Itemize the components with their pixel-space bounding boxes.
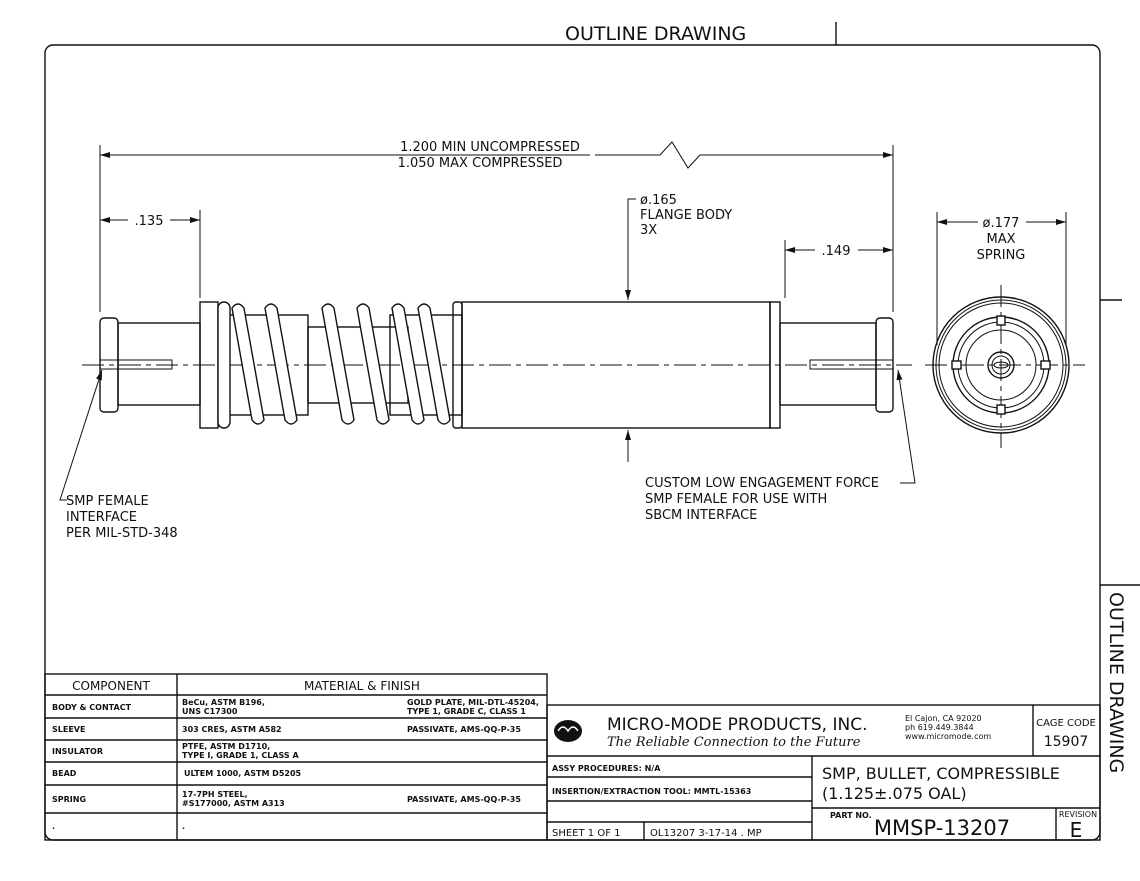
overall-length-dimension: 1.200 MIN UNCOMPRESSED 1.050 MAX COMPRES… — [99, 140, 894, 312]
svg-text:303 CRES, ASTM A582: 303 CRES, ASTM A582 — [182, 725, 282, 734]
connector-side-view — [99, 301, 894, 429]
sheet-title: OUTLINE DRAWING — [565, 23, 746, 45]
svg-text:PASSIVATE, AMS-QQ-P-35: PASSIVATE, AMS-QQ-P-35 — [407, 795, 521, 804]
svg-text:SPRING: SPRING — [977, 248, 1026, 263]
svg-text:E: E — [1070, 818, 1083, 842]
svg-text:SLEEVE: SLEEVE — [52, 725, 85, 734]
svg-text:.149: .149 — [822, 244, 851, 259]
svg-text:MAX: MAX — [986, 232, 1015, 247]
svg-text:SMP FEMALE: SMP FEMALE — [66, 494, 149, 509]
svg-text:The Reliable Connection to the: The Reliable Connection to the Future — [607, 735, 861, 750]
svg-text:1.050 MAX COMPRESSED: 1.050 MAX COMPRESSED — [398, 156, 563, 171]
svg-text:ø.165: ø.165 — [640, 193, 677, 208]
svg-text:TYPE I, GRADE 1, CLASS A: TYPE I, GRADE 1, CLASS A — [182, 751, 299, 760]
svg-text:MICRO-MODE PRODUCTS, INC.: MICRO-MODE PRODUCTS, INC. — [607, 715, 867, 735]
svg-text:SBCM INTERFACE: SBCM INTERFACE — [645, 508, 757, 523]
svg-text:15907: 15907 — [1044, 734, 1089, 750]
svg-text:.: . — [52, 822, 55, 831]
svg-text:SMP FEMALE FOR USE WITH: SMP FEMALE FOR USE WITH — [645, 492, 827, 507]
right-callout: CUSTOM LOW ENGAGEMENT FORCE SMP FEMALE F… — [645, 369, 916, 523]
left-end-dimension: .135 — [100, 210, 201, 298]
svg-text:www.micromode.com: www.micromode.com — [905, 732, 991, 741]
title-block: MICRO-MODE PRODUCTS, INC. The Reliable C… — [546, 704, 1101, 842]
svg-text:SPRING: SPRING — [52, 795, 86, 804]
svg-text:OL13207 3-17-14 . MP: OL13207 3-17-14 . MP — [650, 828, 762, 839]
svg-text:BeCu, ASTM B196,: BeCu, ASTM B196, — [182, 698, 265, 707]
spring-coils — [217, 301, 451, 429]
svg-text:PER MIL-STD-348: PER MIL-STD-348 — [66, 526, 178, 541]
svg-text:INTERFACE: INTERFACE — [66, 510, 137, 525]
svg-text:REVISION: REVISION — [1059, 810, 1097, 819]
materials-table: COMPONENT MATERIAL & FINISH BODY & CONTA… — [44, 673, 548, 841]
svg-text:ASSY PROCEDURES: N/A: ASSY PROCEDURES: N/A — [552, 764, 661, 773]
svg-text:SHEET 1 OF 1: SHEET 1 OF 1 — [552, 828, 621, 839]
svg-text:1.200 MIN UNCOMPRESSED: 1.200 MIN UNCOMPRESSED — [400, 140, 580, 155]
left-callout: SMP FEMALE INTERFACE PER MIL-STD-348 — [59, 369, 178, 541]
svg-text:INSERTION/EXTRACTION TOOL: MMT: INSERTION/EXTRACTION TOOL: MMTL-15363 — [552, 787, 751, 796]
svg-text:(1.125±.075 OAL): (1.125±.075 OAL) — [822, 784, 967, 803]
connector-end-view — [925, 285, 1085, 448]
svg-text:3X: 3X — [640, 223, 657, 238]
svg-text:CAGE CODE: CAGE CODE — [1036, 718, 1096, 729]
svg-text:FLANGE BODY: FLANGE BODY — [640, 208, 732, 223]
svg-text:CUSTOM LOW ENGAGEMENT FORCE: CUSTOM LOW ENGAGEMENT FORCE — [645, 476, 879, 491]
flange-dimension: ø.165 FLANGE BODY 3X — [625, 193, 732, 462]
svg-text:ULTEM 1000, ASTM D5205: ULTEM 1000, ASTM D5205 — [184, 769, 302, 778]
spring-diameter-dimension: ø.177 MAX SPRING — [936, 212, 1067, 345]
svg-text:BEAD: BEAD — [52, 769, 77, 778]
svg-text:COMPONENT: COMPONENT — [72, 679, 150, 693]
svg-text:.: . — [182, 822, 185, 831]
svg-text:17-7PH STEEL,: 17-7PH STEEL, — [182, 790, 248, 799]
svg-text:PASSIVATE, AMS-QQ-P-35: PASSIVATE, AMS-QQ-P-35 — [407, 725, 521, 734]
svg-text:SMP, BULLET, COMPRESSIBLE: SMP, BULLET, COMPRESSIBLE — [822, 764, 1060, 783]
svg-text:INSULATOR: INSULATOR — [52, 747, 103, 756]
svg-text:MATERIAL & FINISH: MATERIAL & FINISH — [304, 679, 420, 693]
svg-text:MMSP-13207: MMSP-13207 — [874, 816, 1010, 840]
svg-text:ø.177: ø.177 — [983, 216, 1020, 231]
svg-text:PTFE, ASTM D1710,: PTFE, ASTM D1710, — [182, 742, 270, 751]
svg-text:.135: .135 — [135, 214, 164, 229]
right-end-dimension: .149 — [784, 240, 893, 298]
svg-text:ph 619.449.3844: ph 619.449.3844 — [905, 723, 974, 732]
svg-text:PART NO.: PART NO. — [830, 811, 872, 820]
side-title: OUTLINE DRAWING — [1105, 592, 1127, 773]
svg-text:GOLD PLATE, MIL-DTL-45204,: GOLD PLATE, MIL-DTL-45204, — [407, 698, 539, 707]
svg-text:TYPE 1, GRADE C, CLASS 1: TYPE 1, GRADE C, CLASS 1 — [407, 707, 526, 716]
svg-text:#S177000, ASTM A313: #S177000, ASTM A313 — [182, 799, 285, 808]
svg-text:El Cajon, CA 92020: El Cajon, CA 92020 — [905, 714, 982, 723]
company-logo — [554, 720, 582, 742]
svg-text:UNS C17300: UNS C17300 — [182, 707, 238, 716]
svg-text:BODY & CONTACT: BODY & CONTACT — [52, 703, 132, 712]
